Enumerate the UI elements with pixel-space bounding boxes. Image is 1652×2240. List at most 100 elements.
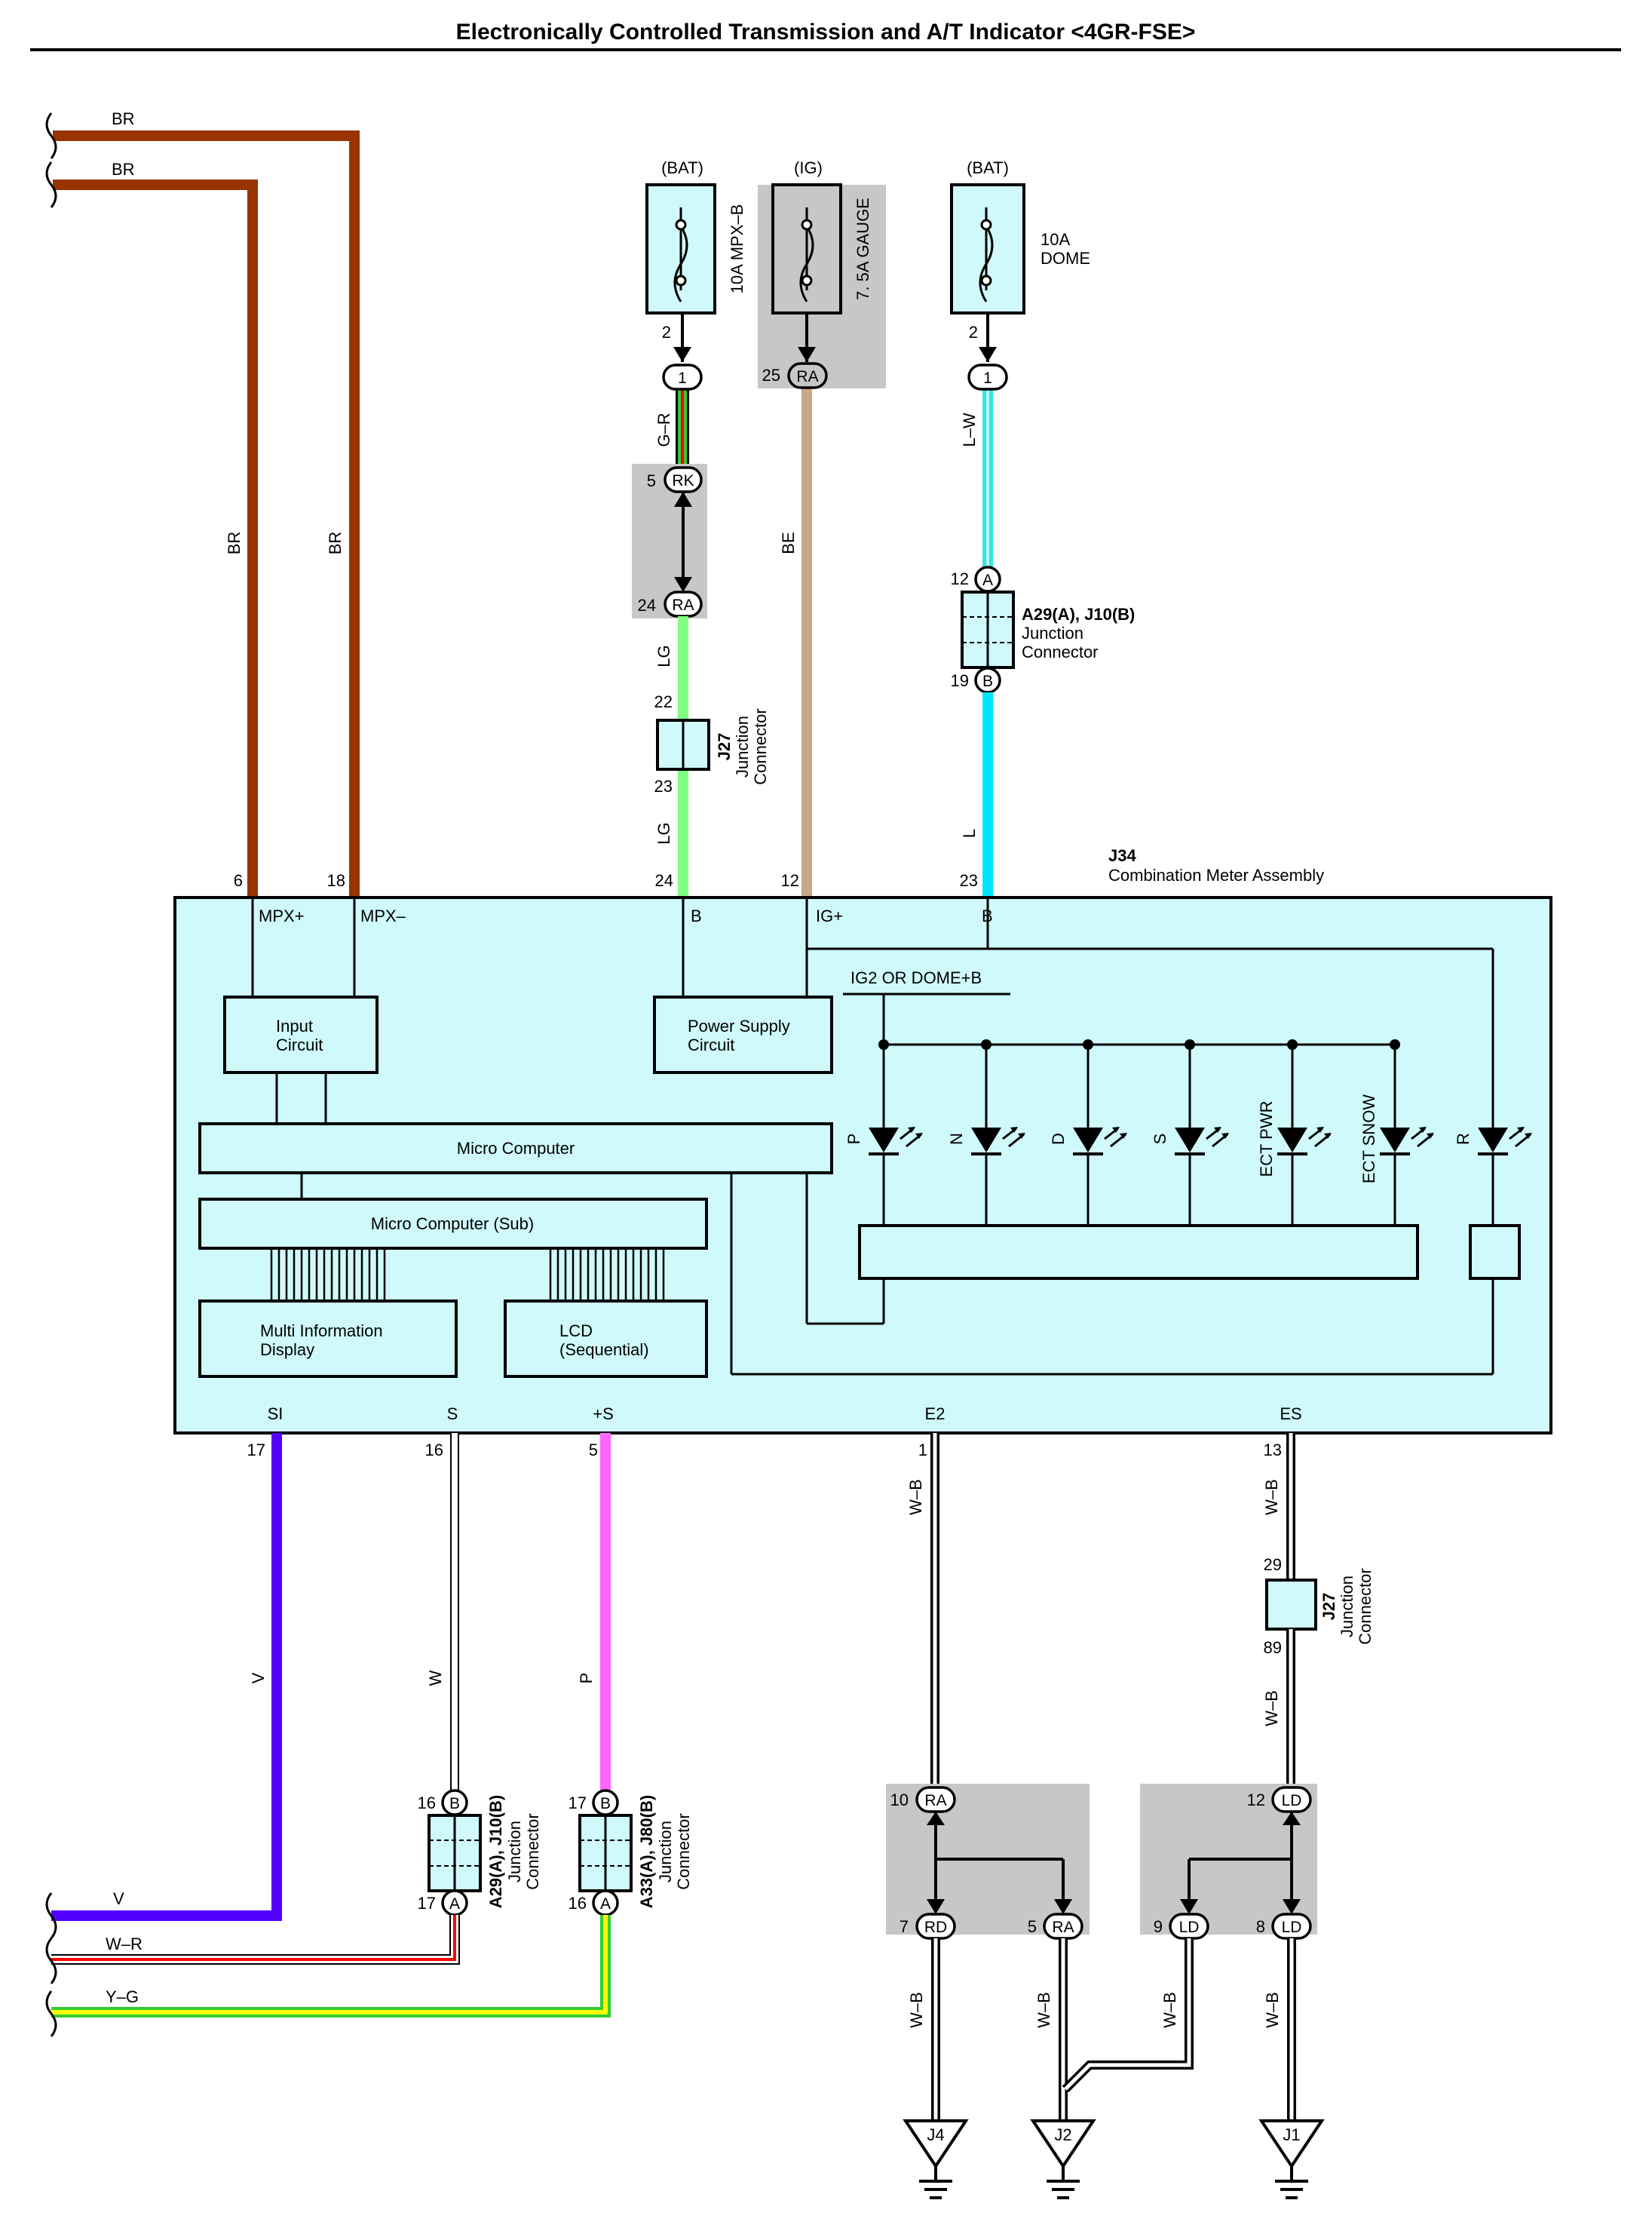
connector-label: A [600,1895,611,1913]
fuse-gauge: (IG) 7. 5A GAUGE 25 [762,158,872,385]
connector-pin: 12 [951,569,969,588]
wire-label-v: V [249,1672,268,1683]
micro-computer-block [198,1122,833,1174]
wire-label-wr: W–R [106,1935,143,1953]
input-circuit-label: Input [276,1017,313,1036]
connector-label: LD [1282,1919,1302,1936]
meter-pin-bot: 17 [247,1441,265,1459]
fuse-icon [979,226,994,302]
v-wire [51,1433,282,1921]
connector-pin: 22 [654,692,673,711]
meter-pin-top: 12 [781,871,799,890]
break-mark [45,161,57,208]
wire-label-wb: W–B [907,1992,926,2028]
connector-label: LD [1282,1792,1302,1809]
connector-pin: 89 [1264,1638,1282,1657]
mid-label: Multi Information [260,1321,383,1340]
wire-label-p: P [577,1673,596,1684]
wire-label-wb: W–B [1160,1992,1179,2028]
fuse-name: 10A MPX–B [728,204,746,294]
meter-terminal: S [447,1404,458,1423]
led-icon [1073,1128,1103,1152]
fuse-box [950,183,1025,315]
led-label: D [1049,1133,1068,1145]
a29-desc: Junction [505,1821,524,1883]
connector-pin: 8 [1256,1917,1265,1936]
led-icon [971,1128,1001,1152]
lcd-label: LCD [559,1321,593,1340]
a29-desc: Connector [523,1813,542,1890]
micro-computer-sub-label: Micro Computer (Sub) [371,1214,534,1233]
wire-label-gr: G–R [654,413,673,446]
ground-label: J4 [927,2125,944,2144]
ground-j2: J2 [1030,2119,1096,2199]
power-supply-label: Power Supply [688,1017,790,1036]
connector-pin: 9 [1154,1917,1163,1936]
connector-pin: 19 [951,671,969,690]
input-circuit-block [223,996,379,1074]
break-mark [45,1938,57,1984]
a33-label: A33(A), J80(B) [637,1795,656,1908]
meter-code: J34 [1108,846,1136,865]
connector-label: RK [672,472,694,489]
wire-label-lg: LG [654,822,673,844]
meter-terminal: IG+ [816,907,843,925]
wire-label-be: BE [779,532,798,554]
wire-label-wb: W–B [1034,1992,1053,2028]
connector-pin: 17 [569,1794,587,1812]
wire-label-lw: L–W [960,413,979,446]
br-wire-18 [53,130,360,898]
meter-terminal: MPX+ [259,907,305,925]
connector-label: B [449,1795,460,1812]
connector-label: RA [924,1792,946,1809]
meter-pin-bot: 1 [918,1441,927,1459]
multi-information-display-block [198,1300,458,1378]
connector-label: RA [796,368,818,385]
led-ect-snow: ECT SNOW [1359,1039,1434,1226]
wire-label-br-vert: BR [326,532,345,555]
lcd-label: (Sequential) [559,1340,649,1359]
fuse-pin: 2 [662,323,671,342]
connector-pin: 12 [1247,1790,1265,1809]
connector-label: 1 [678,370,687,387]
meter-terminal: +S [593,1404,614,1423]
led-r-driver-block [1469,1224,1521,1280]
connector-pin: 23 [654,777,673,796]
fuse-icon [673,226,688,302]
meter-pin-bot: 16 [425,1441,443,1459]
meter-pin-bot: 5 [589,1441,598,1459]
j27-desc: Junction [1338,1576,1356,1637]
fuse-pin: 2 [969,323,978,342]
power-supply-circuit-block [653,996,833,1074]
meter-terminal: SI [268,1404,284,1423]
j27-desc: Connector [751,708,770,785]
wire-label-br-vert: BR [225,532,244,555]
led-icon [869,1128,899,1152]
a29-label: A29(A), J10(B) [1022,605,1135,624]
meter-terminal: B [691,907,702,925]
a33-desc: Connector [674,1813,693,1890]
connector-pin: 24 [638,596,656,615]
led-label: R [1454,1133,1473,1145]
a29-desc: Junction [1022,624,1083,643]
led-label: ECT SNOW [1359,1094,1378,1183]
connector-1 [662,364,703,391]
wire-label-wb: W–B [1263,1992,1282,2028]
br-wire-6 [53,180,258,898]
j27-junction-lower [1265,1579,1317,1631]
connector-label: RD [924,1919,947,1936]
wire-label-wb: W–B [906,1479,925,1515]
led-icon [1175,1128,1205,1152]
meter-pin-top: 23 [960,871,978,890]
connector-ra-25 [787,362,828,389]
a33-desc: Junction [656,1821,675,1883]
meter-pin-top: 24 [655,871,673,890]
meter-pin-top: 18 [327,871,345,890]
meter-pin-top: 6 [234,871,243,890]
led-p: P [844,1039,923,1226]
connector-1 [967,364,1008,391]
j27-label: J27 [715,733,734,761]
ground-j1: J1 [1258,2119,1325,2199]
connector-pin: 7 [900,1917,909,1936]
connector-label: RA [672,597,694,614]
